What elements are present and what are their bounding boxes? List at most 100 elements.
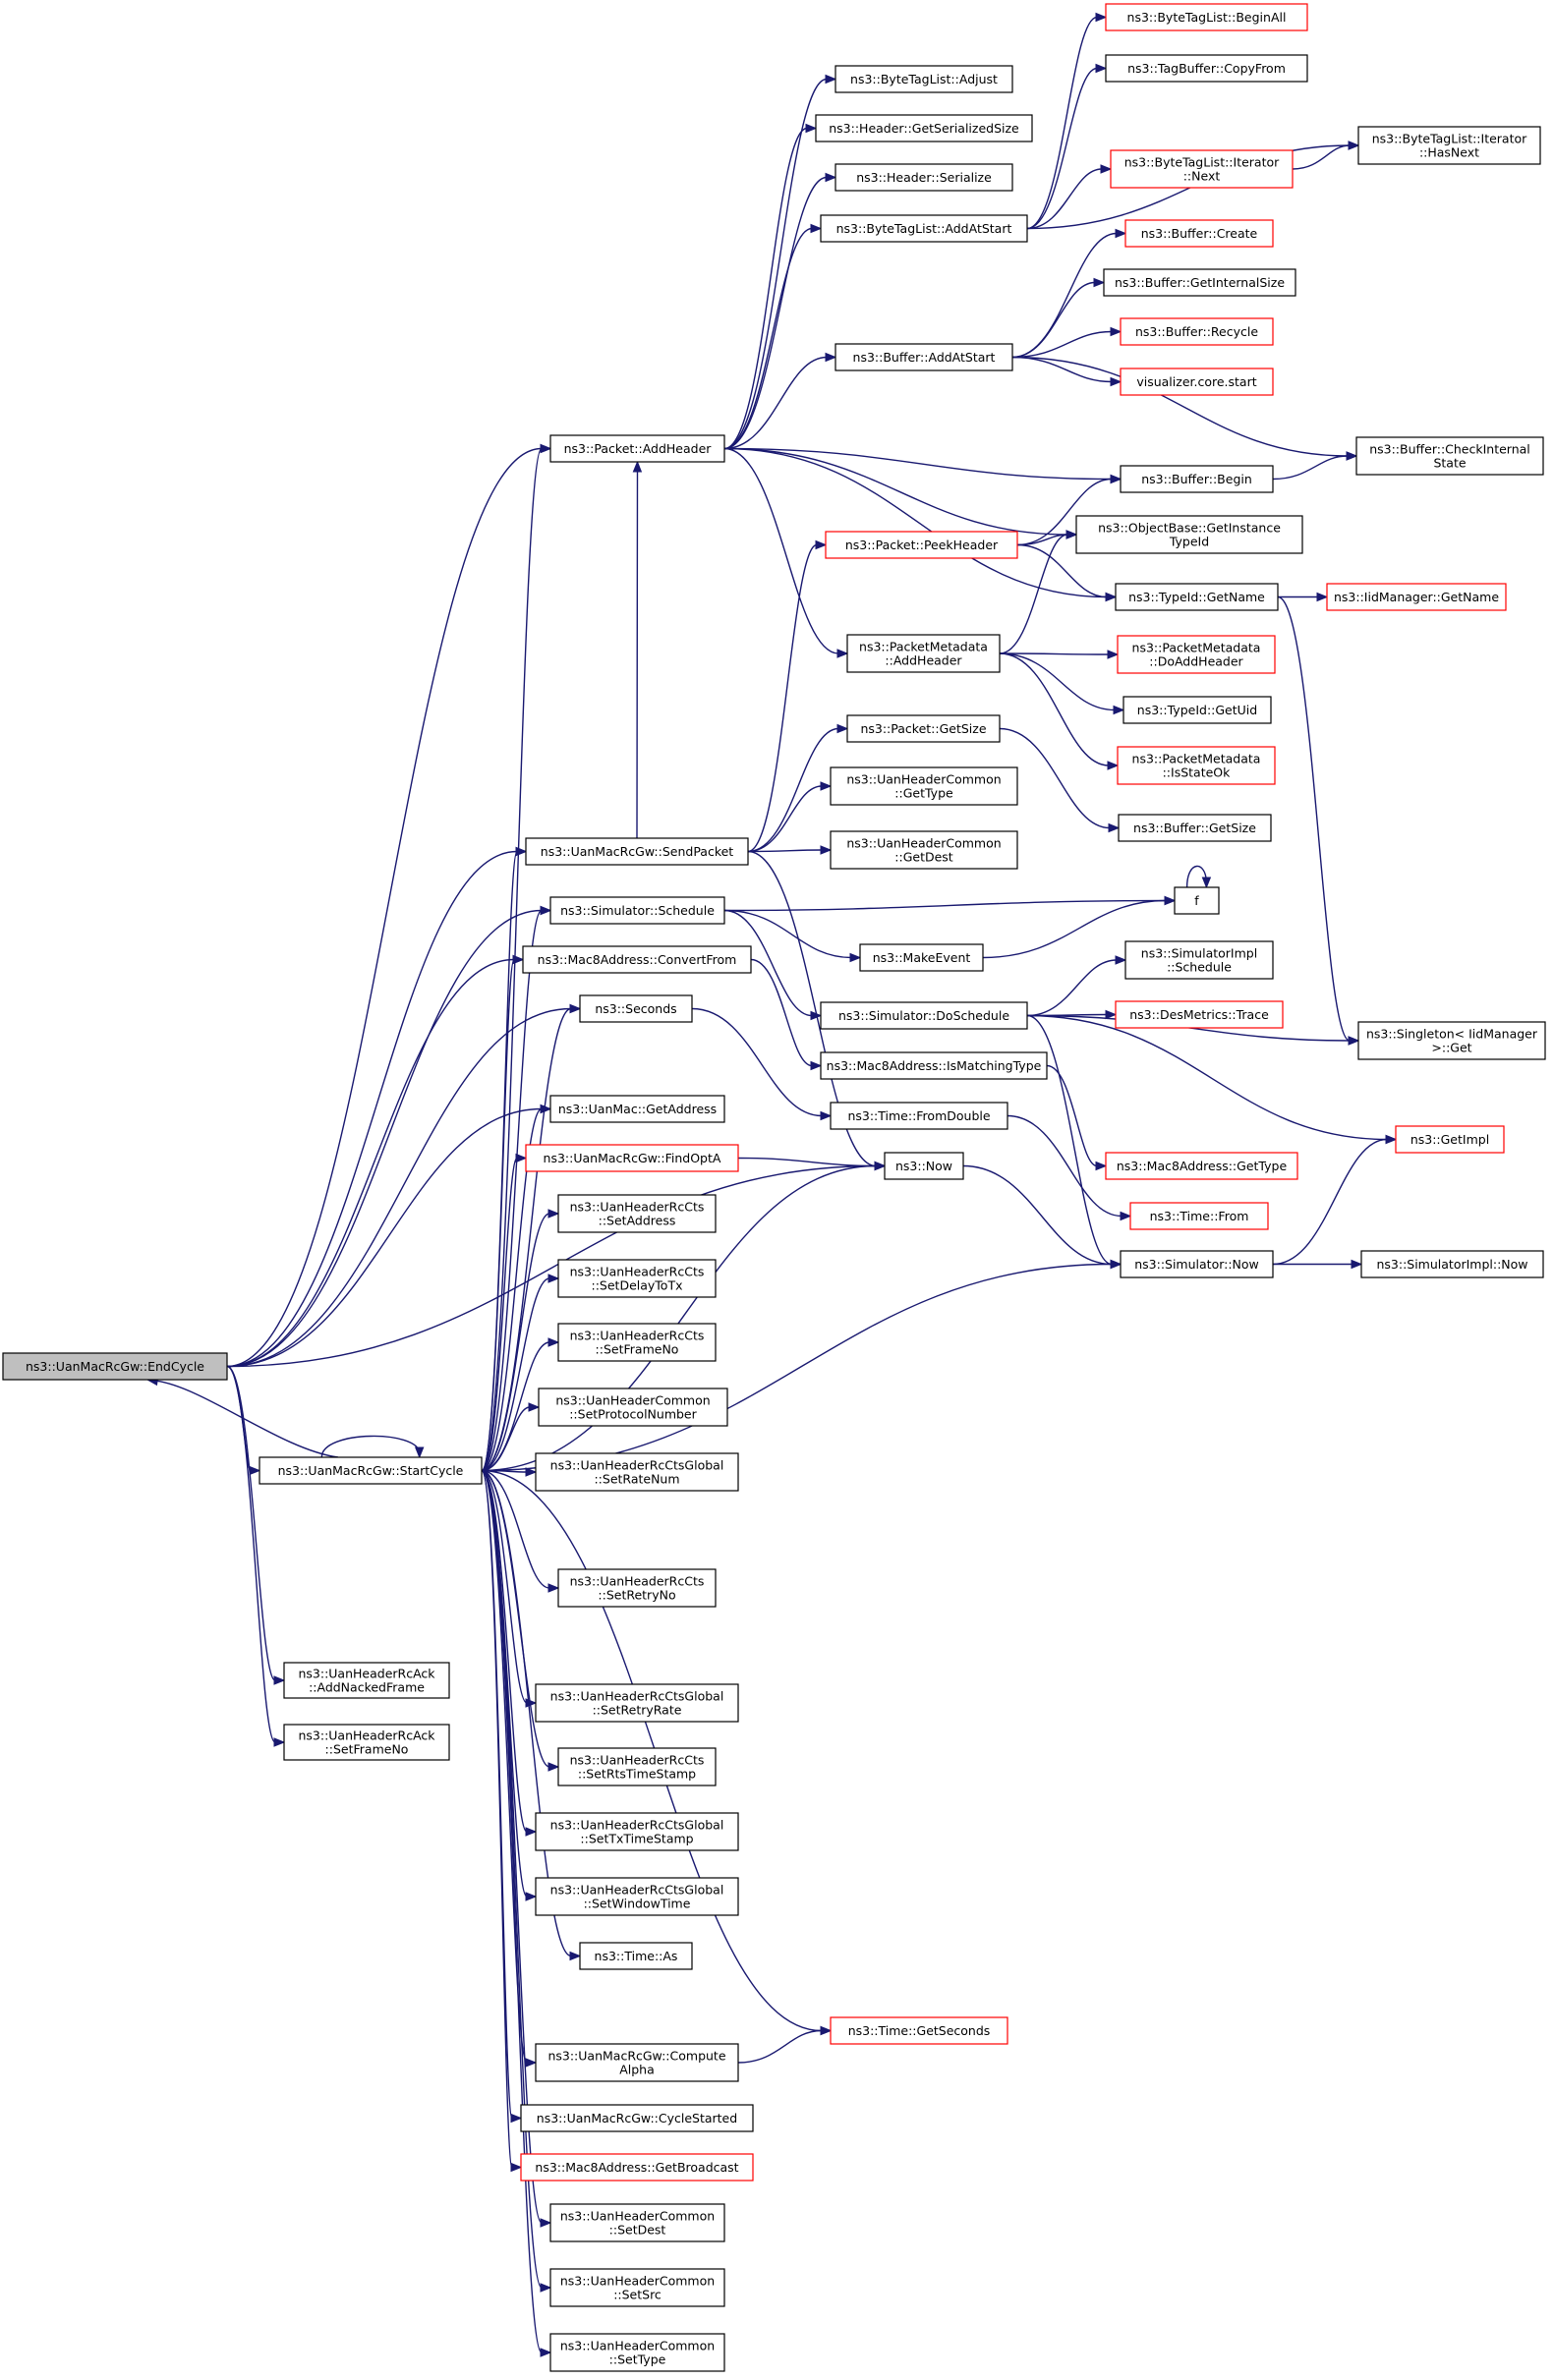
node-findOptA[interactable]: ns3::UanMacRcGw::FindOptA [525,1144,739,1172]
node-hdrGetSerSize[interactable]: ns3::Header::GetSerializedSize [815,114,1033,142]
node-bufRecycle[interactable]: ns3::Buffer::Recycle [1120,317,1274,346]
node-mac8GetType[interactable]: ns3::Mac8Address::GetType [1105,1152,1298,1180]
node-commonSetDest[interactable]: ns3::UanHeaderCommon::SetDest [549,2203,725,2242]
node-label: ns3::UanMacRcGw::StartCycle [278,1463,464,1478]
node-addHeader[interactable]: ns3::Packet::AddHeader [549,434,725,463]
call-edge-typeIdGetName-iidGetName [1278,592,1329,602]
node-ctsSetFrameNo[interactable]: ns3::UanHeaderRcCts::SetFrameNo [557,1323,717,1362]
node-commonSetSrc[interactable]: ns3::UanHeaderCommon::SetSrc [549,2268,725,2307]
call-edge-startCycle-commonSetProto [481,1402,541,1472]
node-label: ns3::UanHeaderRcAck [298,1728,435,1743]
node-label: ns3::Buffer::Begin [1141,472,1252,486]
node-globalSetTxTs[interactable]: ns3::UanHeaderRcCtsGlobal::SetTxTimeStam… [535,1812,739,1851]
node-label: ::Next [1183,169,1221,184]
node-f[interactable]: f [1174,886,1220,915]
node-btlAdjust[interactable]: ns3::ByteTagList::Adjust [835,65,1013,93]
node-pmAddHeader[interactable]: ns3::PacketMetadata::AddHeader [846,634,1001,673]
node-vizStart[interactable]: visualizer.core.start [1120,368,1274,396]
call-edge-convertFrom-isMatchingType [750,958,823,1071]
node-convertFrom[interactable]: ns3::Mac8Address::ConvertFrom [522,945,752,974]
node-getAddress[interactable]: ns3::UanMac::GetAddress [549,1095,725,1123]
node-btlIterHasNext[interactable]: ns3::ByteTagList::Iterator::HasNext [1357,126,1541,165]
node-label: ns3::UanHeaderCommon [846,836,1001,851]
node-simImplSchedule[interactable]: ns3::SimulatorImpl::Schedule [1124,940,1274,980]
node-isMatchingType[interactable]: ns3::Mac8Address::IsMatchingType [820,1051,1048,1080]
node-btlBeginAll[interactable]: ns3::ByteTagList::BeginAll [1105,3,1308,31]
node-typeIdGetUid[interactable]: ns3::TypeId::GetUid [1122,696,1272,724]
node-tbCopyFrom[interactable]: ns3::TagBuffer::CopyFrom [1105,54,1308,83]
call-edge-btlAddAtStart-btlIterNext [1026,164,1113,230]
node-label: ns3::ByteTagList::Iterator [1372,132,1527,146]
node-bufCreate[interactable]: ns3::Buffer::Create [1124,219,1274,248]
node-btlAddAtStart[interactable]: ns3::ByteTagList::AddAtStart [820,214,1028,243]
node-timeAs[interactable]: ns3::Time::As [579,1942,693,1970]
node-endCycle[interactable]: ns3::UanMacRcGw::EndCycle [2,1352,228,1381]
node-ackSetFrameNo[interactable]: ns3::UanHeaderRcAck::SetFrameNo [283,1724,450,1761]
node-startCycle[interactable]: ns3::UanMacRcGw::StartCycle [259,1456,483,1485]
call-edge-sendPacket-pktGetSize [747,723,849,853]
call-edge-sendPacket-addHeader [632,460,643,839]
node-typeIdGetName[interactable]: ns3::TypeId::GetName [1115,583,1279,611]
call-edge-addHeader-objGetInstTypeId [723,447,1078,539]
node-commonSetType[interactable]: ns3::UanHeaderCommon::SetType [549,2333,725,2372]
node-ctsSetAddress[interactable]: ns3::UanHeaderRcCts::SetAddress [557,1194,717,1233]
node-fromDouble[interactable]: ns3::Time::FromDouble [830,1102,1008,1130]
node-simDoSchedule[interactable]: ns3::Simulator::DoSchedule [820,1001,1028,1030]
node-timeFrom[interactable]: ns3::Time::From [1129,1202,1269,1230]
node-label: ns3::Time::FromDouble [847,1108,990,1123]
node-ctsSetRetryNo[interactable]: ns3::UanHeaderRcCts::SetRetryNo [557,1568,717,1608]
node-sendPacket[interactable]: ns3::UanMacRcGw::SendPacket [525,837,749,866]
node-globalSetRetryRate[interactable]: ns3::UanHeaderRcCtsGlobal::SetRetryRate [535,1683,739,1723]
node-globalSetRateNum[interactable]: ns3::UanHeaderRcCtsGlobal::SetRateNum [535,1452,739,1492]
node-label: ns3::UanHeaderRcCts [570,1574,705,1589]
node-label: ::SetFrameNo [325,1742,409,1757]
node-label: ns3::UanHeaderRcCts [570,1265,705,1279]
node-commonGetType[interactable]: ns3::UanHeaderCommon::GetType [830,766,1018,806]
node-makeEvent[interactable]: ns3::MakeEvent [859,943,984,972]
node-label: ns3::ByteTagList::AddAtStart [836,221,1012,236]
node-label: ns3::Buffer::AddAtStart [853,350,996,365]
node-bufGetInternalSize[interactable]: ns3::Buffer::GetInternalSize [1103,268,1296,297]
node-simImplNow[interactable]: ns3::SimulatorImpl::Now [1360,1250,1544,1278]
node-pktGetSize[interactable]: ns3::Packet::GetSize [846,714,1001,743]
node-label: ns3::Buffer::Create [1141,226,1258,241]
node-now[interactable]: ns3::Now [884,1152,964,1180]
node-label: ns3::Packet::AddHeader [564,441,713,456]
node-cycleStarted[interactable]: ns3::UanMacRcGw::CycleStarted [520,2104,754,2132]
node-label: ::SetTxTimeStamp [580,1832,693,1846]
node-singletonGet[interactable]: ns3::Singleton< IidManager>::Get [1357,1021,1546,1060]
node-simSchedule[interactable]: ns3::Simulator::Schedule [549,896,725,925]
node-ctsSetRtsTs[interactable]: ns3::UanHeaderRcCts::SetRtsTimeStamp [557,1747,717,1786]
node-hdrSerialize[interactable]: ns3::Header::Serialize [835,163,1013,192]
node-bufBegin[interactable]: ns3::Buffer::Begin [1120,465,1274,493]
node-pmDoAddHeader[interactable]: ns3::PacketMetadata::DoAddHeader [1117,635,1276,674]
node-label: ::GetDest [894,850,953,865]
node-btlIterNext[interactable]: ns3::ByteTagList::Iterator::Next [1110,149,1294,189]
node-pmIsStateOk[interactable]: ns3::PacketMetadata::IsStateOk [1117,746,1276,785]
node-label: ns3::Header::Serialize [856,170,992,185]
node-bufAddAtStart[interactable]: ns3::Buffer::AddAtStart [835,343,1013,371]
node-ackAddNacked[interactable]: ns3::UanHeaderRcAck::AddNackedFrame [283,1662,450,1699]
node-pktPeekHeader[interactable]: ns3::Packet::PeekHeader [825,531,1018,559]
node-iidGetName[interactable]: ns3::IidManager::GetName [1326,583,1507,611]
node-timeGetSeconds[interactable]: ns3::Time::GetSeconds [830,2016,1008,2045]
node-bufGetSize[interactable]: ns3::Buffer::GetSize [1118,814,1272,842]
node-ctsSetDelayToTx[interactable]: ns3::UanHeaderRcCts::SetDelayToTx [557,1259,717,1298]
node-label: >::Get [1431,1041,1471,1055]
node-getImpl[interactable]: ns3::GetImpl [1395,1125,1505,1154]
node-commonSetProto[interactable]: ns3::UanHeaderCommon::SetProtocolNumber [538,1388,728,1427]
node-label: ns3::UanHeaderCommon [846,772,1001,787]
call-edge-pmAddHeader-objGetInstTypeId [999,530,1078,654]
node-seconds[interactable]: ns3::Seconds [579,994,693,1023]
node-getBroadcast[interactable]: ns3::Mac8Address::GetBroadcast [520,2153,754,2182]
node-label: ns3::UanMacRcGw::SendPacket [541,844,734,859]
node-desTrace[interactable]: ns3::DesMetrics::Trace [1115,1000,1284,1029]
node-commonGetDest[interactable]: ns3::UanHeaderCommon::GetDest [830,830,1018,870]
node-globalSetWindow[interactable]: ns3::UanHeaderRcCtsGlobal::SetWindowTime [535,1877,739,1916]
node-label: ::SetRateNum [594,1472,679,1487]
node-simNow[interactable]: ns3::Simulator::Now [1120,1250,1274,1278]
